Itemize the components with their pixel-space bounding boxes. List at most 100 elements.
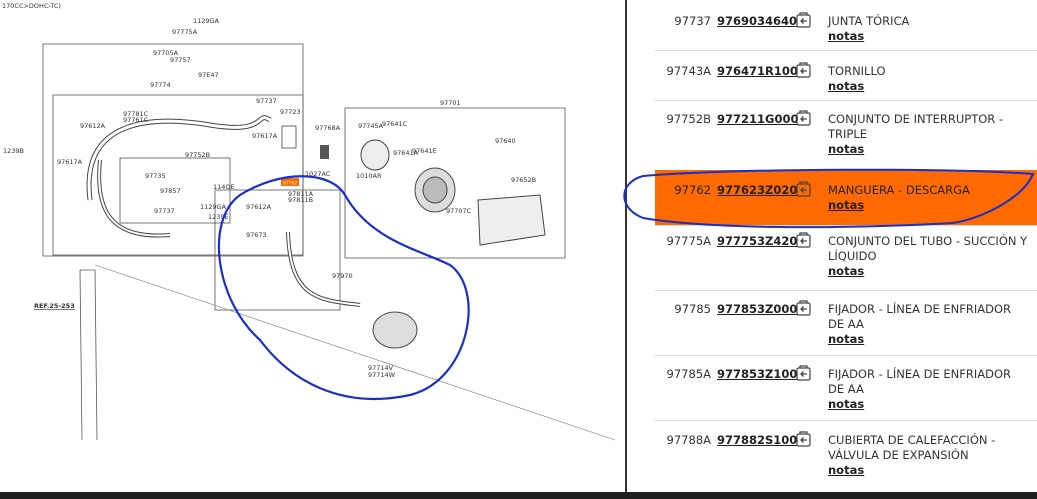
callout-label: 97612A xyxy=(246,203,272,211)
callout-label: 97745A xyxy=(358,122,384,130)
callout-label: 97752B xyxy=(185,151,210,159)
exploded-diagram-svg: 170CC>DOHC-TC) 1129GA 97775A 97705A 9775… xyxy=(2,2,616,441)
callout-label: 97723 xyxy=(280,108,301,116)
part-description-text: CUBIERTA DE CALEFACCIÓN - VÁLVULA DE EXP… xyxy=(828,433,996,462)
add-to-cart-icon[interactable] xyxy=(795,232,812,249)
part-ref: 97743A xyxy=(666,64,711,78)
callout-label: 1027AC xyxy=(305,170,331,178)
callout-label: 97857 xyxy=(160,187,181,195)
part-description-text: CONJUNTO DEL TUBO - SUCCIÓN Y LÍQUIDO xyxy=(828,234,1028,263)
part-ref: 97785 xyxy=(674,302,711,316)
part-ref: 97737 xyxy=(674,14,711,28)
notes-link[interactable]: notas xyxy=(828,29,865,43)
callout-label: 1239E xyxy=(208,213,229,221)
part-description-text: FIJADOR - LÍNEA DE ENFRIADOR DE AA xyxy=(828,367,1012,396)
part-row[interactable]: 97785A 977853Z100 FIJADOR - LÍNEA DE ENFRI… xyxy=(655,355,1037,421)
part-description-text: FIJADOR - LÍNEA DE ENFRIADOR DE AA xyxy=(828,302,1012,331)
callout-label: 97811A xyxy=(288,190,314,198)
notes-link[interactable]: notas xyxy=(828,463,865,477)
callout-label: 97768A xyxy=(315,124,341,132)
notes-link[interactable]: notas xyxy=(828,142,865,156)
callout-label: 97761C xyxy=(123,116,149,124)
callout-label: 97970 xyxy=(332,272,353,280)
condenser xyxy=(79,269,98,441)
callout-label: 97612A xyxy=(80,122,106,130)
add-to-cart-icon[interactable] xyxy=(795,431,812,448)
callout-label: 97775A xyxy=(172,28,198,36)
part-description-text: TORNILLO xyxy=(828,64,886,78)
part-number-link[interactable]: 977623Z020 xyxy=(717,183,798,197)
add-to-cart-icon[interactable] xyxy=(795,181,812,198)
frame-inner-tube xyxy=(52,94,304,256)
callout-label: 97737 xyxy=(154,207,175,215)
callout-label: 97774 xyxy=(150,81,171,89)
part-number-link[interactable]: 977882S100 xyxy=(717,433,798,447)
part-number-link[interactable]: 977753Z420 xyxy=(717,234,798,248)
notes-link[interactable]: notas xyxy=(828,397,865,411)
notes-link[interactable]: notas xyxy=(828,264,865,278)
callout-label: 1239B xyxy=(3,147,24,155)
part-number-link[interactable]: 977853Z100 xyxy=(717,367,798,381)
part-number-link[interactable]: 977211G000 xyxy=(717,112,799,126)
part-ref: 97788A xyxy=(666,433,711,447)
callout-label: 97641E xyxy=(412,147,437,155)
diagram-caption: 170CC>DOHC-TC) xyxy=(2,2,61,10)
hand-drawn-circle-list xyxy=(623,168,1035,229)
part-ref: 97752B xyxy=(666,112,711,126)
part-description: CUBIERTA DE CALEFACCIÓN - VÁLVULA DE EXP… xyxy=(828,433,1028,478)
compressor-body xyxy=(477,194,546,246)
callout-label: 97673 xyxy=(246,231,267,239)
callout-label: 1129GA xyxy=(200,203,227,211)
taskbar-strip xyxy=(0,492,1037,499)
frame-hose xyxy=(214,189,341,311)
part-description-text: MANGUERA - DESCARGA xyxy=(828,183,970,197)
callout-label: 97737 xyxy=(256,97,277,105)
part-ref: 97762 xyxy=(674,183,711,197)
part-row[interactable]: 97775A 977753Z420 CONJUNTO DEL TUBO - SUCC… xyxy=(655,225,1037,291)
notes-link[interactable]: notas xyxy=(828,198,865,212)
add-to-cart-icon[interactable] xyxy=(795,62,812,79)
compressor-lower xyxy=(372,311,418,349)
callout-label: 97640 xyxy=(495,137,516,145)
part-number-link[interactable]: 976471R100 xyxy=(717,64,798,78)
part-ref: 97785A xyxy=(666,367,711,381)
ref-link[interactable]: REF.25-253 xyxy=(34,302,75,310)
callout-label: 97705A xyxy=(153,49,179,57)
part-description-text: JUNTA TÓRICA xyxy=(828,14,910,28)
add-to-cart-icon[interactable] xyxy=(795,110,812,127)
callout-label: 114OE xyxy=(213,183,235,191)
notes-link[interactable]: notas xyxy=(828,332,865,346)
frame-compressor xyxy=(344,107,566,259)
callout-label: 97617A xyxy=(57,158,83,166)
add-to-cart-icon[interactable] xyxy=(795,365,812,382)
discharge-hose-line xyxy=(286,231,361,307)
part-row[interactable]: 97785 977853Z000 FIJADOR - LÍNEA DE ENFRIA… xyxy=(655,290,1037,356)
callout-label: 97714W xyxy=(368,371,396,379)
callout-label: 97641A xyxy=(393,149,419,157)
callout-label: 97781C xyxy=(123,110,149,118)
part-number-link[interactable]: 977853Z000 xyxy=(717,302,798,316)
add-to-cart-icon[interactable] xyxy=(795,12,812,29)
part-ref: 97775A xyxy=(666,234,711,248)
callout-label: 97707C xyxy=(446,207,472,215)
part-row[interactable]: 97752B 977211G000 CONJUNTO DE INTERRUPTOR … xyxy=(655,100,1037,171)
frame-switch xyxy=(119,157,231,224)
add-to-cart-icon[interactable] xyxy=(795,300,812,317)
part-description-text: CONJUNTO DE INTERRUPTOR - TRIPLE xyxy=(828,112,1004,141)
part-number-link[interactable]: 9769034640 xyxy=(717,14,798,28)
callout-label: 97701 xyxy=(440,99,461,107)
callout-label: 97811B xyxy=(288,196,313,204)
callout-label: 97714V xyxy=(368,364,394,372)
callout-label: 1129GA xyxy=(193,17,220,25)
notes-link[interactable]: notas xyxy=(828,79,865,93)
part-row[interactable]: 97788A 977882S100 CUBIERTA DE CALEFACCIÓN … xyxy=(655,420,1037,493)
frame-tube-assembly xyxy=(42,43,304,257)
callout-label: 1010AR xyxy=(356,172,382,180)
